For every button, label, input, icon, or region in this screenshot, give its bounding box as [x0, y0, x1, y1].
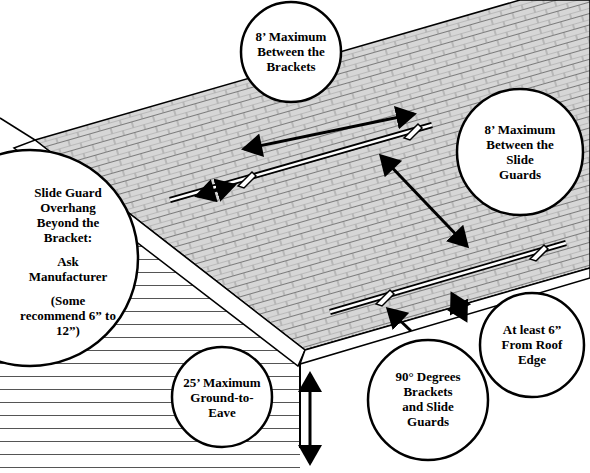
dimension-arrow	[452, 294, 466, 320]
dimension-arrow	[244, 114, 414, 149]
circle-outline	[172, 347, 272, 447]
callout-text: Ask Manufacturer	[20, 255, 116, 285]
callout-text: 8’ Maximum Between the Brackets	[251, 30, 331, 75]
callout-text-group: 25’ Maximum Ground-to-Eave	[182, 376, 262, 421]
callout-circle: 90° Degrees Brackets and Slide Guards	[366, 338, 490, 462]
dimension-arrow	[381, 156, 467, 246]
bracket	[238, 172, 256, 188]
callout-text-group: At least 6” From Roof Edge	[495, 323, 569, 368]
callout-circle: Slide Guard Overhang Beyond the Bracket:…	[0, 148, 140, 368]
bracket	[530, 245, 548, 261]
callout-text: 8’ Maximum Between the Slide Guards	[484, 123, 556, 183]
dimension-arrow	[309, 374, 312, 463]
callout-text-group: 90° Degrees Brackets and Slide Guards	[392, 370, 464, 430]
dimension-arrow	[197, 185, 234, 196]
pointer-arrow	[388, 309, 411, 331]
callout-text: (Some recommend 6” to 12”)	[20, 293, 116, 338]
circle-outline	[241, 2, 341, 102]
ridge-line	[0, 118, 35, 140]
callout-text-group: Slide Guard Overhang Beyond the Bracket:…	[20, 186, 116, 338]
bracket	[376, 290, 394, 306]
bracket	[404, 124, 422, 140]
callout-circle: 8’ Maximum Between the Brackets	[239, 0, 343, 104]
callout-text-group: 8’ Maximum Between the Brackets	[251, 30, 331, 75]
callout-text: 25’ Maximum Ground-to-Eave	[182, 376, 262, 421]
callout-text: 90° Degrees Brackets and Slide Guards	[392, 370, 464, 430]
callout-circle: 8’ Maximum Between the Slide Guards	[455, 87, 585, 217]
circle-outline	[0, 150, 138, 366]
wall-corner	[299, 362, 301, 448]
callout-circle: 25’ Maximum Ground-to-Eave	[170, 345, 274, 449]
callout-circle: At least 6” From Roof Edge	[478, 291, 586, 399]
callout-text: Slide Guard Overhang Beyond the Bracket:	[20, 186, 116, 246]
circle-outline	[457, 89, 583, 215]
callout-text: At least 6” From Roof Edge	[495, 323, 569, 368]
callout-text-group: 8’ Maximum Between the Slide Guards	[484, 123, 556, 183]
circle-outline	[368, 340, 488, 460]
circle-outline	[480, 293, 584, 397]
